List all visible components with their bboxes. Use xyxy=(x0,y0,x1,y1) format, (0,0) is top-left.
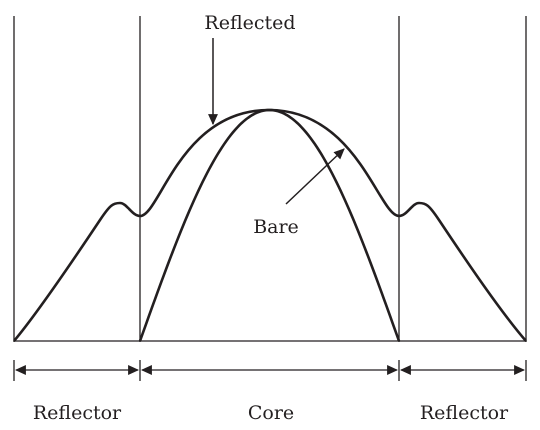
reflected-label: Reflected xyxy=(204,12,295,34)
reflected-flux-curve xyxy=(13,108,527,342)
bare-label: Bare xyxy=(253,216,299,238)
reflector-left-label: Reflector xyxy=(33,402,122,424)
bare-pointer-arrow xyxy=(285,148,345,205)
reflector-right-label: Reflector xyxy=(420,402,509,424)
core-label: Core xyxy=(248,402,294,424)
